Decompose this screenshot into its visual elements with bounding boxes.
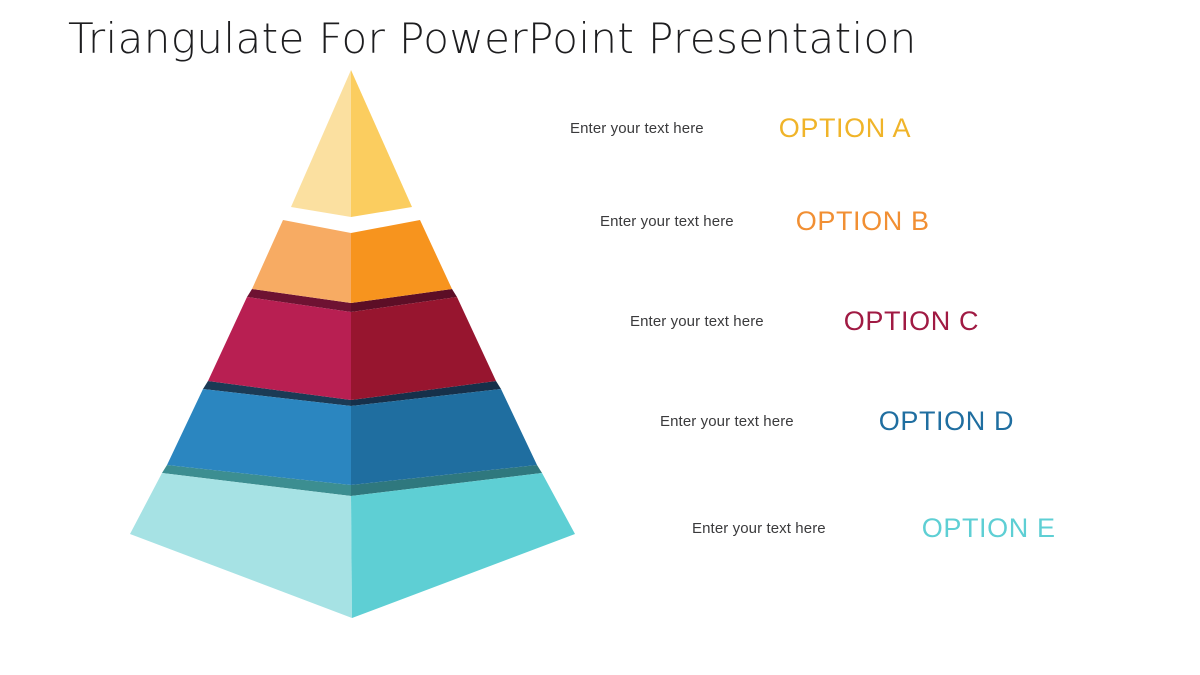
legend-row-option-e[interactable]: Enter your text here OPTION E xyxy=(540,500,1056,556)
pyramid-level-a-left-face xyxy=(291,70,351,217)
legend-label-option-b[interactable]: OPTION B xyxy=(795,205,930,236)
pyramid-level-c-left-face xyxy=(208,297,351,400)
options-legend: Enter your text here OPTION A Enter your… xyxy=(540,0,1200,675)
pyramid-level-option-e[interactable] xyxy=(130,465,575,618)
pyramid-level-e-top-band-right xyxy=(351,465,542,496)
pyramid-level-d-right-face xyxy=(351,389,537,485)
pyramid-svg xyxy=(130,70,575,618)
legend-row-option-d[interactable]: Enter your text here OPTION D xyxy=(540,393,1014,449)
pyramid-level-d-left-face xyxy=(167,389,351,485)
legend-note-option-a: Enter your text here xyxy=(570,119,704,137)
pyramid-level-b-left-face xyxy=(252,220,351,303)
pyramid-level-c-top-band-left xyxy=(247,289,351,312)
pyramid-level-c-top-band-right xyxy=(351,289,457,312)
pyramid-diagram xyxy=(130,70,575,618)
pyramid-level-d-top-band-left xyxy=(203,381,351,406)
legend-label-option-d[interactable]: OPTION D xyxy=(878,405,1015,436)
legend-note-option-e: Enter your text here xyxy=(692,519,826,537)
pyramid-level-option-a[interactable] xyxy=(291,70,412,217)
pyramid-level-option-b[interactable] xyxy=(252,220,452,303)
pyramid-level-e-left-face xyxy=(130,473,352,618)
legend-note-option-c: Enter your text here xyxy=(630,312,764,330)
pyramid-level-option-d[interactable] xyxy=(167,381,537,485)
pyramid-level-e-top-band-left xyxy=(162,465,351,496)
pyramid-level-d-top-band-right xyxy=(351,381,501,406)
legend-label-option-e[interactable]: OPTION E xyxy=(921,512,1056,543)
legend-note-option-d: Enter your text here xyxy=(660,412,794,430)
legend-row-option-a[interactable]: Enter your text here OPTION A xyxy=(540,100,911,156)
legend-row-option-b[interactable]: Enter your text here OPTION B xyxy=(540,193,930,249)
pyramid-level-e-right-face xyxy=(351,473,575,618)
legend-note-option-b: Enter your text here xyxy=(600,212,734,230)
pyramid-level-option-c[interactable] xyxy=(208,289,496,400)
page-title: Triangulate For PowerPoint Presentation xyxy=(68,14,917,63)
pyramid-level-b-right-face xyxy=(351,220,452,303)
pyramid-level-c-right-face xyxy=(351,297,496,400)
legend-label-option-a[interactable]: OPTION A xyxy=(778,112,912,143)
legend-row-option-c[interactable]: Enter your text here OPTION C xyxy=(540,293,979,349)
legend-label-option-c[interactable]: OPTION C xyxy=(843,305,980,336)
pyramid-level-a-right-face xyxy=(351,70,412,217)
